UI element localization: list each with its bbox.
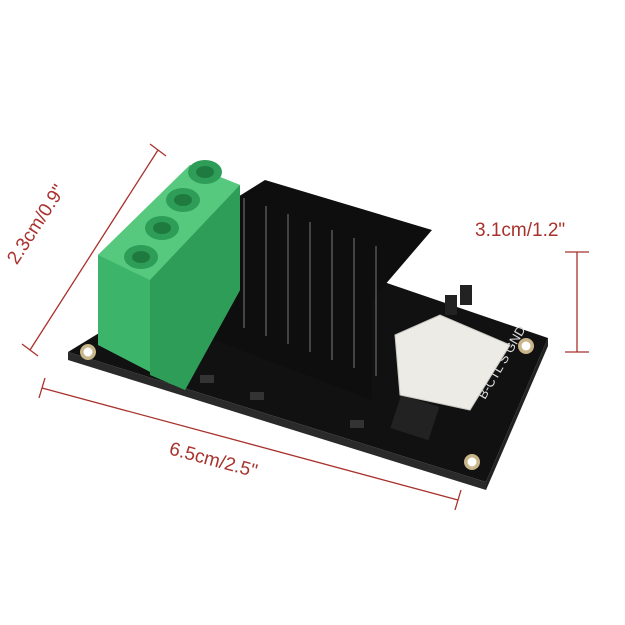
length-dimension-line [41,387,459,501]
terminal-screw [188,160,222,184]
jst-connector [394,285,511,411]
terminal-screw [145,216,179,240]
width-dimension-line [29,149,159,351]
height-label: 3.1cm/1.2" [475,220,566,241]
terminal-screw [166,188,200,212]
heatsink [188,180,432,400]
terminal-screw [124,245,158,269]
dimension-lines [21,143,589,511]
screw-terminal-block [98,160,240,390]
